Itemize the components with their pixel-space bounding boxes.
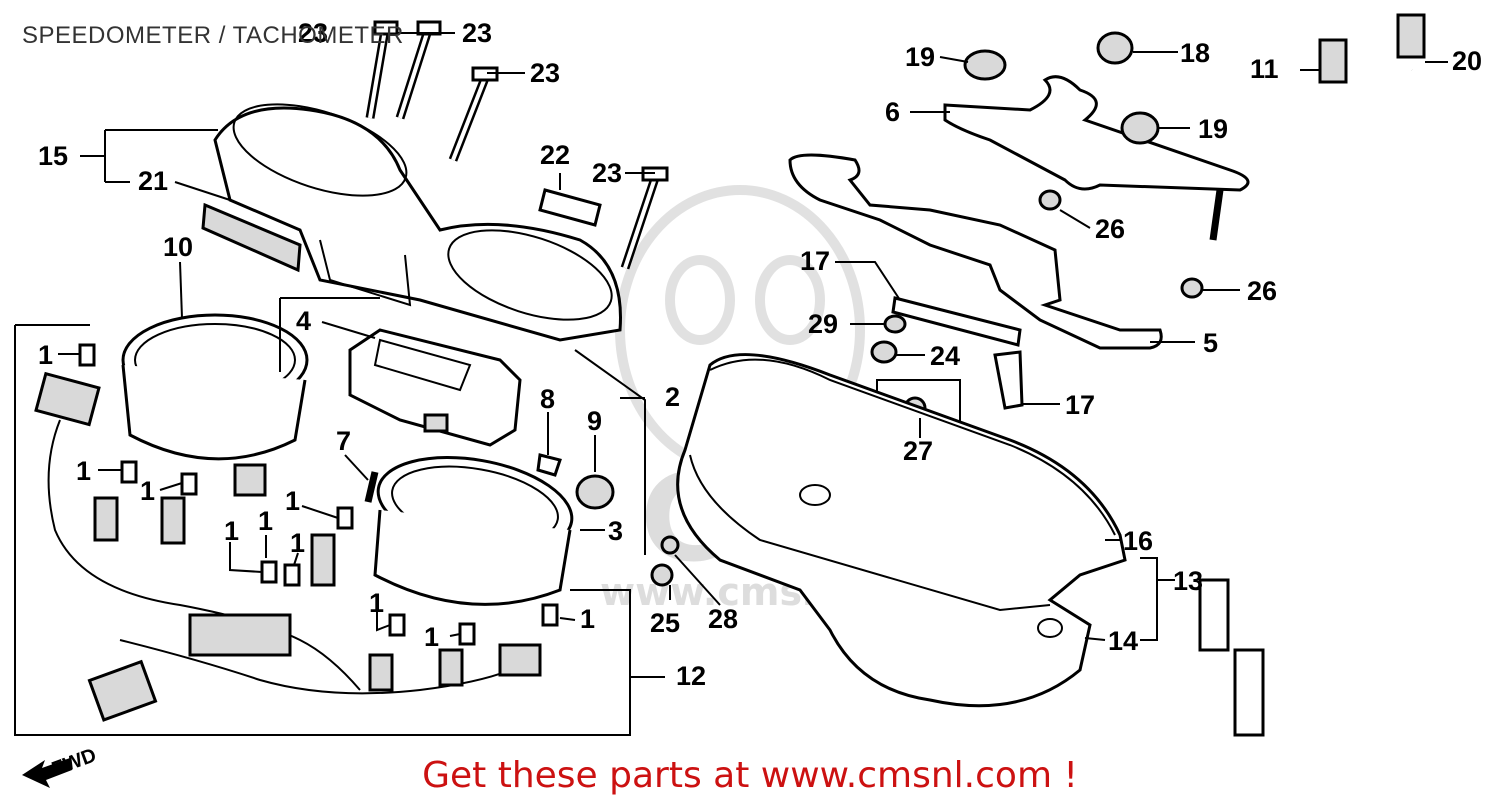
callout-4: 4 — [296, 306, 311, 336]
callout-22: 22 — [540, 140, 570, 170]
callout-26-top: 26 — [1095, 214, 1125, 244]
screw-25 — [650, 563, 674, 587]
wiring-harness-12 — [34, 371, 542, 722]
bulbs-1 — [78, 343, 559, 646]
cable-11 — [1198, 38, 1348, 652]
callout-24: 24 — [930, 341, 960, 371]
leader-lines — [58, 32, 1448, 678]
callout-17-lower: 17 — [1065, 390, 1095, 420]
callout-1-i: 1 — [424, 622, 439, 652]
indicator-lens-21 — [201, 202, 302, 273]
callout-9: 9 — [587, 406, 602, 436]
callout-1-a: 1 — [38, 340, 53, 370]
nut-19-top — [963, 49, 1007, 81]
callout-labels: 23 23 23 23 15 21 22 10 4 2 8 9 7 3 12 2… — [38, 18, 1482, 691]
callout-27: 27 — [903, 436, 933, 466]
screw-23-group — [365, 20, 669, 270]
part-drawings: FWD — [14, 13, 1426, 788]
callout-3: 3 — [608, 516, 623, 546]
callout-7: 7 — [336, 426, 351, 456]
callout-25: 25 — [650, 608, 680, 638]
callout-14: 14 — [1108, 626, 1138, 656]
callout-8: 8 — [540, 384, 555, 414]
callout-21: 21 — [138, 166, 168, 196]
nut-26-top — [1038, 189, 1062, 211]
nut-18 — [1096, 31, 1134, 65]
nut-26-right — [1180, 277, 1204, 299]
callout-1-h: 1 — [369, 588, 384, 618]
callout-20: 20 — [1452, 46, 1482, 76]
bracket-6 — [943, 75, 1250, 241]
indicator-unit-4 — [348, 328, 522, 447]
washer-29 — [883, 314, 907, 334]
callout-1-j: 1 — [580, 604, 595, 634]
nut-24 — [870, 340, 898, 364]
callout-10: 10 — [163, 232, 193, 262]
callout-1-c: 1 — [140, 476, 155, 506]
callout-16: 16 — [1123, 526, 1153, 556]
grommet-9 — [575, 474, 615, 510]
callout-19-right: 19 — [1198, 114, 1228, 144]
callout-29: 29 — [808, 309, 838, 339]
stay-17-lower — [993, 350, 1024, 410]
footer-suffix: ! — [1052, 755, 1078, 796]
nut-19-right — [1120, 111, 1160, 145]
callout-11: 11 — [1250, 54, 1279, 84]
footer-banner: Get these parts at www.cmsnl.com ! — [0, 755, 1500, 796]
callout-2: 2 — [665, 382, 680, 412]
page-title: SPEEDOMETER / TACHOMETER — [22, 22, 404, 49]
speedometer-10 — [121, 313, 309, 497]
callout-15: 15 — [38, 141, 68, 171]
meter-housing-15 — [213, 103, 622, 342]
callout-23-left: 23 — [298, 18, 328, 48]
plate-22 — [538, 188, 602, 227]
callout-5: 5 — [1203, 328, 1218, 358]
callout-1-b: 1 — [76, 456, 91, 486]
callout-23-right: 23 — [462, 18, 492, 48]
callout-1-d: 1 — [285, 486, 300, 516]
callout-17-upper: 17 — [800, 246, 830, 276]
callout-12: 12 — [676, 661, 706, 691]
callout-18: 18 — [1180, 38, 1210, 68]
washer-28 — [660, 535, 680, 555]
callout-6: 6 — [885, 97, 900, 127]
callout-28: 28 — [708, 604, 738, 634]
footer-link[interactable]: www.cmsnl.com — [760, 755, 1053, 796]
footer-prefix: Get these parts at — [422, 755, 761, 796]
callout-13: 13 — [1173, 566, 1203, 596]
cable-20 — [1233, 13, 1426, 737]
callout-23-mid: 23 — [530, 58, 560, 88]
callout-1-g: 1 — [290, 528, 305, 558]
stay-17-upper — [891, 296, 1022, 347]
bracket-5 — [788, 153, 1163, 350]
harness-frame — [14, 325, 631, 736]
callout-19-top: 19 — [905, 42, 935, 72]
tachometer-3 — [373, 456, 574, 606]
callout-1-f: 1 — [258, 506, 273, 536]
case-14 — [676, 353, 1127, 708]
callout-23-lower: 23 — [592, 158, 622, 188]
callout-1-e: 1 — [224, 516, 239, 546]
clip-8 — [536, 453, 562, 477]
callout-26-right: 26 — [1247, 276, 1277, 306]
screw-7 — [364, 471, 379, 503]
